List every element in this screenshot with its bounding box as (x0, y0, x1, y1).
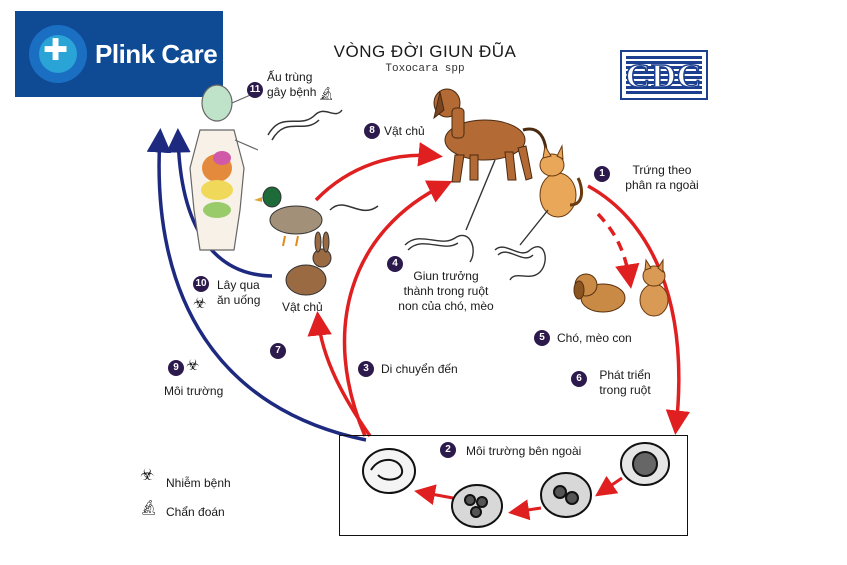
microscope-icon: 🔬︎ (318, 86, 335, 101)
step-badge-6: 6 (571, 371, 587, 387)
legend-label-diagnosis: Chẩn đoán (166, 505, 225, 519)
step-badge-11: 11 (247, 82, 263, 98)
host-label: Vật chủ (282, 300, 323, 314)
egg-icons (362, 442, 670, 528)
step-label-8: Vật chủ (384, 124, 425, 138)
rabbit-icon (285, 231, 332, 296)
step-badge-2: 2 (440, 442, 456, 458)
diagram-subtitle: Toxocara spp (385, 63, 465, 75)
diagram-title: VÒNG ĐỜI GIUN ĐŨA (333, 42, 517, 61)
brand-name: Plink Care (95, 39, 218, 69)
larvae-icon (267, 109, 379, 212)
biohazard-icon: ☣ (140, 467, 155, 484)
cdc-stripes (626, 56, 702, 94)
step-badge-8: 8 (364, 123, 380, 139)
cdc-logo-text: CDC (625, 57, 703, 96)
arrow-to-dog (342, 180, 453, 437)
step-badge-1: 1 (594, 166, 610, 182)
arrow-environment-to-human (146, 128, 367, 442)
step-label-5: Chó, mèo con (557, 331, 632, 345)
duck-icon (254, 186, 323, 247)
legend-label-infection: Nhiễm bệnh (166, 476, 231, 490)
step-label-9: Môi trường (164, 384, 224, 398)
plink-care-logo: ✚ Plink Care (15, 11, 223, 97)
dog-icon (433, 88, 548, 183)
arrow-dashed-to-pups (596, 212, 640, 289)
step-badge-4: 4 (387, 256, 403, 272)
arrow-to-rabbit (307, 311, 372, 437)
step-badge-3: 3 (358, 361, 374, 377)
adult-worms-icon (404, 159, 549, 281)
step-badge-10: 10 (193, 276, 209, 292)
puppy-icon (573, 273, 626, 313)
medical-cross-icon (29, 25, 87, 83)
step-label-2: Môi trường bên ngoài (466, 444, 582, 458)
biohazard-icon: ☣ (186, 357, 200, 374)
environment-box (339, 435, 688, 536)
human-figure-icon (189, 84, 263, 251)
step-label-3: Di chuyển đến (381, 362, 458, 376)
biohazard-icon: ☣ (193, 295, 207, 312)
step-badge-7: 7 (270, 343, 286, 359)
cdc-logo: CDC (620, 50, 708, 100)
microscope-icon: 🔬︎ (140, 499, 158, 515)
step-badge-5: 5 (534, 330, 550, 346)
plus-icon: ✚ (43, 34, 69, 67)
kitten-icon (639, 258, 669, 317)
cat-icon (539, 144, 583, 218)
step-badge-9: 9 (168, 360, 184, 376)
arrow-host-to-dog (314, 142, 443, 202)
